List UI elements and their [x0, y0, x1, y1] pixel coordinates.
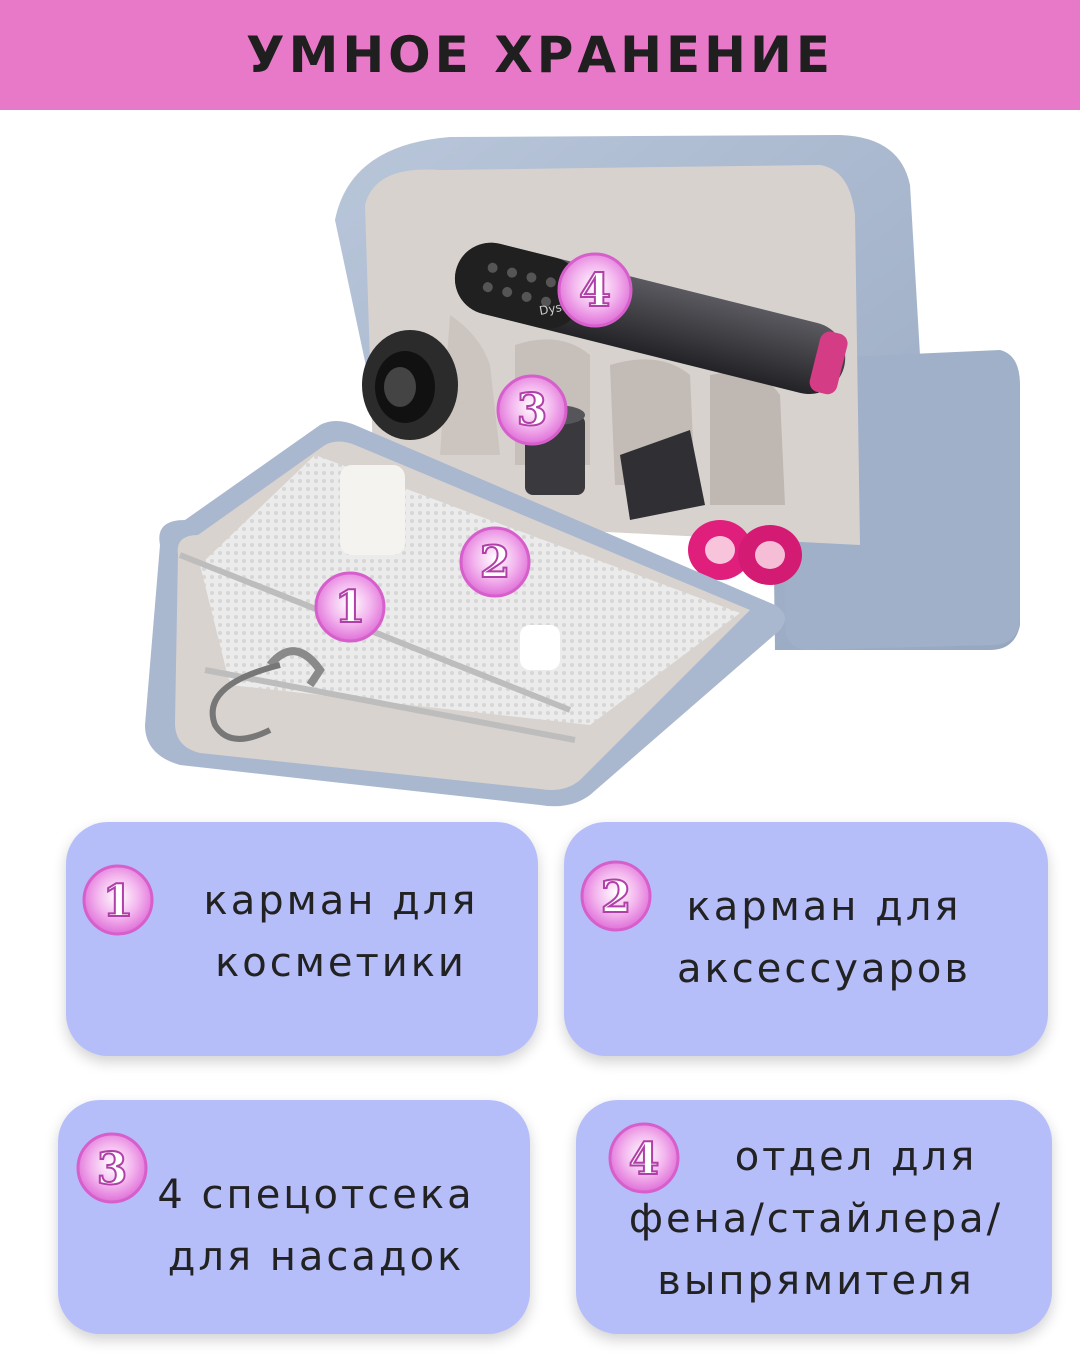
svg-text:3: 3: [517, 385, 548, 436]
svg-text:3: 3: [97, 1144, 128, 1195]
feature-card-2: 2 карман для аксессуаров: [564, 822, 1048, 1056]
organizer-bag-illustration: Dyson 4 3 2 1: [145, 135, 1020, 807]
number-4-badge: 4: [608, 1122, 680, 1194]
marker-1: 1: [314, 571, 386, 643]
svg-text:1: 1: [335, 582, 366, 633]
feature-card-3: 3 4 спецотсека для насадок: [58, 1100, 530, 1334]
page-title: УМНОЕ ХРАНЕНИЕ: [246, 26, 834, 84]
marker-3: 3: [496, 374, 568, 446]
number-1-badge: 1: [82, 864, 154, 936]
marker-4: 4: [557, 252, 633, 328]
marker-2: 2: [459, 526, 531, 598]
feature-2-text: карман для аксессуаров: [677, 884, 971, 992]
svg-text:4: 4: [629, 1134, 660, 1185]
title-banner: УМНОЕ ХРАНЕНИЕ: [0, 0, 1080, 110]
feature-3-text: 4 спецотсека для насадок: [157, 1172, 475, 1280]
svg-text:1: 1: [103, 876, 134, 927]
svg-text:2: 2: [480, 537, 511, 588]
feature-1-text: карман для косметики: [203, 878, 479, 986]
number-3-badge: 3: [76, 1132, 148, 1204]
svg-text:4: 4: [579, 263, 611, 317]
feature-4-text: отдел для фена/стайлера/ выпрямителя: [628, 1134, 1004, 1304]
feature-card-1: 1 карман для косметики: [66, 822, 538, 1056]
feature-card-4: 4 отдел для фена/стайлера/ выпрямителя: [576, 1100, 1052, 1334]
number-2-badge: 2: [580, 860, 652, 932]
svg-text:2: 2: [601, 872, 632, 923]
